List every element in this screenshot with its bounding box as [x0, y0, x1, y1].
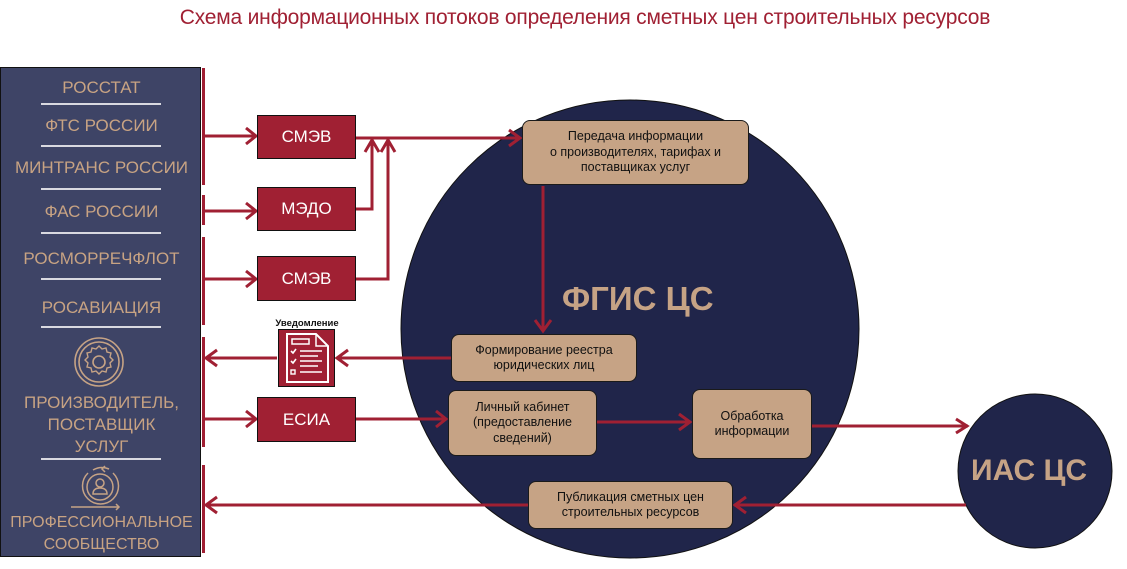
separator	[41, 103, 161, 105]
separator	[41, 278, 161, 280]
separator	[41, 188, 161, 190]
box-info-processing: Обработка информации	[692, 389, 812, 459]
arrow-medo-up	[356, 140, 374, 211]
arrowhead	[245, 201, 259, 221]
arrowhead	[732, 495, 747, 515]
transfer-line-2: о производителях, тарифах и	[549, 144, 722, 159]
channel-medo: МЭДО	[257, 187, 356, 231]
registry-line-2: юридических лиц	[493, 358, 595, 372]
separator	[41, 326, 161, 328]
source-group-bar	[202, 337, 205, 447]
source-group-bar	[202, 195, 205, 225]
publication-line-1: Публикация сметных цен	[557, 489, 704, 504]
separator	[41, 458, 161, 460]
fgis-title: ФГИС ЦС	[562, 280, 714, 317]
arrowhead	[678, 412, 693, 432]
processing-line-2: информации	[714, 424, 790, 438]
arrowhead	[334, 348, 349, 368]
ias-title: ИАС ЦС	[971, 454, 1088, 487]
arrow-smev2-up	[356, 140, 390, 281]
source-fts: ФТС РОССИИ	[45, 116, 158, 135]
arrowhead	[955, 417, 970, 435]
producer-line-1: ПРОИЗВОДИТЕЛЬ,	[23, 393, 179, 412]
arrowhead	[245, 126, 259, 146]
sources-panel: РОССТАТ ФТС РОССИИ МИНТРАНС РОССИИ ФАС Р…	[0, 67, 201, 557]
source-rosaviatsiya: РОСАВИАЦИЯ	[41, 298, 162, 317]
source-producer: ПРОИЗВОДИТЕЛЬ, ПОСТАВЩИК УСЛУГ	[1, 392, 202, 458]
source-rosstat: РОССТАТ	[62, 78, 141, 97]
arrowhead	[508, 128, 523, 148]
cabinet-line-1: Личный кабинет	[475, 399, 570, 414]
box-legal-registry: Формирование реестра юридических лиц	[451, 334, 637, 382]
arrowhead	[203, 348, 218, 368]
separator	[41, 145, 161, 147]
source-mintrans: МИНТРАНС РОССИИ	[14, 158, 189, 177]
cabinet-line-2: (предоставление	[472, 415, 573, 430]
diagram-title: Схема информационных потоков определения…	[179, 6, 991, 29]
channel-smev-2: СМЭВ	[257, 256, 356, 301]
arrowhead	[435, 409, 449, 429]
gear-circle-icon	[74, 337, 124, 387]
notice-label: Уведомление	[275, 318, 339, 329]
arrowhead	[363, 137, 381, 153]
source-group-bar	[202, 68, 205, 185]
box-personal-cabinet: Личный кабинет (предоставление сведений)	[448, 390, 597, 456]
cabinet-line-3: сведений)	[493, 430, 552, 445]
channel-smev-1: СМЭВ	[257, 115, 356, 159]
community-line-2: СООБЩЕСТВО	[43, 536, 160, 553]
box-price-publication: Публикация сметных цен строительных ресу…	[528, 481, 733, 529]
registry-line-1: Формирование реестра	[475, 342, 613, 357]
arrowhead	[533, 319, 553, 334]
community-line-1: ПРОФЕССИОНАЛЬНОЕ	[10, 514, 193, 531]
producer-line-2: ПОСТАВЩИК	[47, 415, 156, 434]
source-group-bar	[202, 465, 205, 553]
channel-esia: ЕСИА	[257, 397, 356, 442]
separator	[41, 232, 161, 234]
box-info-transfer: Передача информации о производителях, та…	[522, 120, 749, 185]
user-cycle-icon	[71, 465, 121, 511]
source-community: ПРОФЕССИОНАЛЬНОЕ СООБЩЕСТВО	[1, 512, 202, 556]
source-rosmorrechflot: РОСМОРРЕЧФЛОТ	[23, 249, 180, 268]
source-fas: ФАС РОССИИ	[44, 202, 159, 221]
arrowhead	[203, 495, 218, 515]
document-checklist-icon	[278, 329, 335, 387]
arrowhead	[245, 409, 259, 429]
source-group-bar	[202, 237, 205, 325]
processing-line-1: Обработка	[720, 408, 784, 423]
producer-line-3: УСЛУГ	[74, 437, 129, 456]
ias-circle	[957, 393, 1113, 549]
transfer-line-3: поставщиках услуг	[580, 160, 691, 175]
arrowhead	[245, 269, 259, 289]
transfer-line-1: Передача информации	[567, 129, 704, 144]
publication-line-2: строительных ресурсов	[561, 505, 700, 519]
arrowhead	[379, 137, 397, 153]
